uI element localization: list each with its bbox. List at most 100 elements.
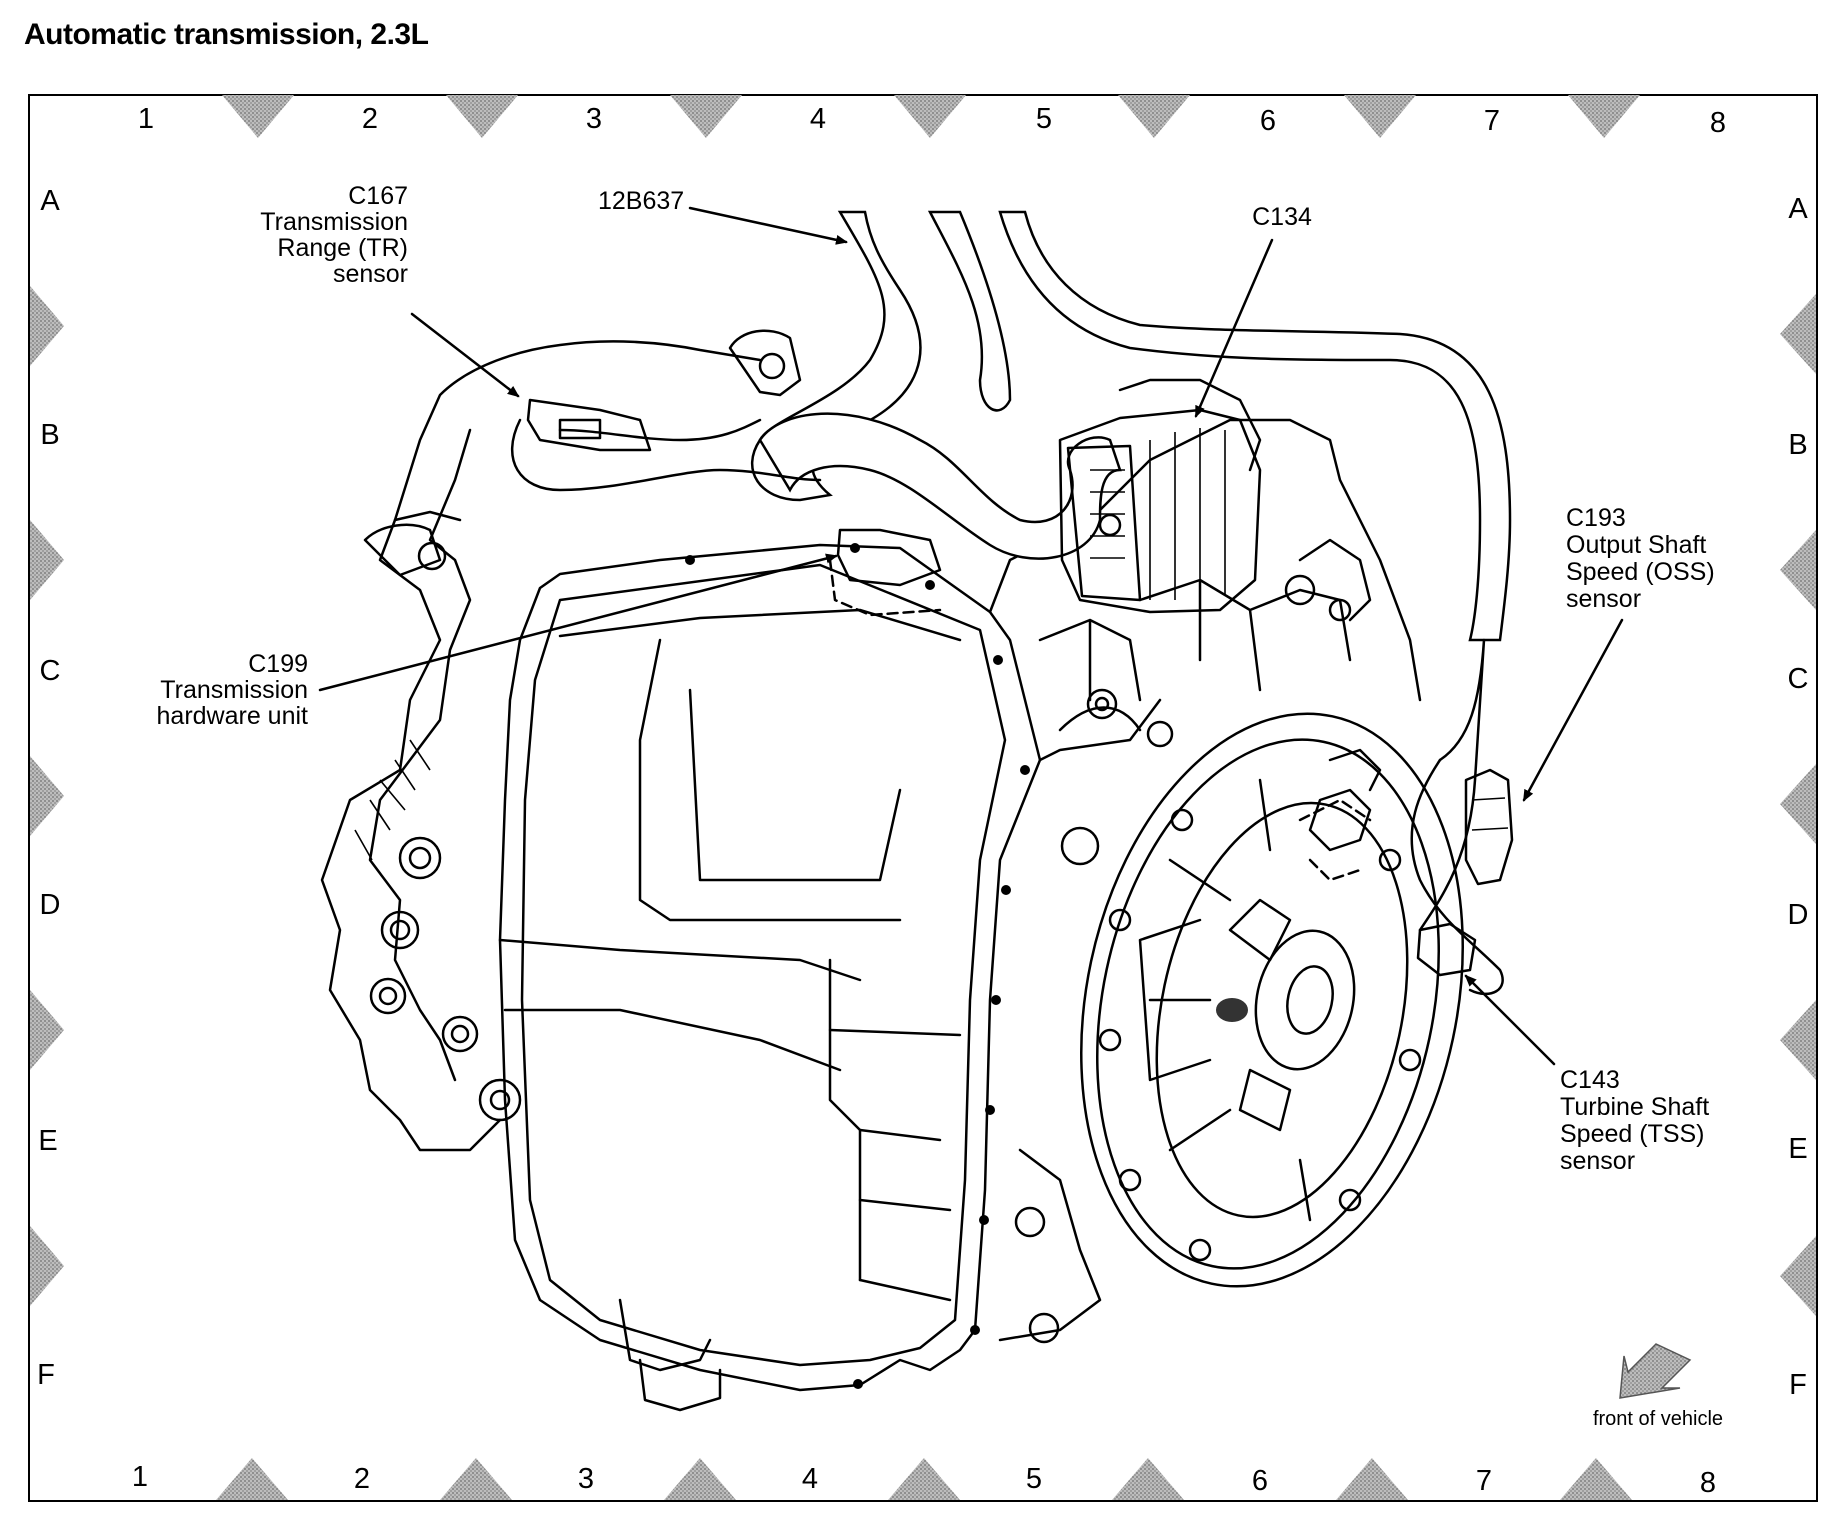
svg-text:Speed (OSS): Speed (OSS) xyxy=(1566,558,1715,586)
col-label-bottom-5: 5 xyxy=(1026,1463,1042,1495)
c193-connector-shape xyxy=(1464,768,1514,886)
cover-bolts xyxy=(685,543,1030,1389)
c143-connector-shape xyxy=(1416,922,1477,977)
converter-hub-inner xyxy=(1286,965,1334,1035)
converter-lobes xyxy=(1228,898,1292,1132)
grid-marker-left-3 xyxy=(30,756,64,836)
converter-housing-inner xyxy=(1096,738,1440,1270)
row-label-right-e: E xyxy=(1788,1133,1807,1165)
grid-marker-left-5 xyxy=(30,1226,64,1306)
callout-c167: C167 Transmission Range (TR) sensor xyxy=(260,182,520,398)
col-label-bottom-2: 2 xyxy=(354,1463,370,1495)
grid-marker-right-2 xyxy=(1780,530,1816,610)
col-label-top-8: 8 xyxy=(1710,107,1726,139)
c134-connector-face xyxy=(1066,444,1142,602)
tr-harness-2 xyxy=(558,418,762,442)
grid-marker-right-1 xyxy=(1780,294,1816,374)
svg-text:front of vehicle: front of vehicle xyxy=(1593,1408,1723,1430)
front-of-vehicle-indicator: front of vehicle xyxy=(1593,1343,1723,1430)
speed-sensor-cluster xyxy=(1308,748,1382,852)
col-label-bottom-8: 8 xyxy=(1700,1467,1716,1499)
cover-rib-4 xyxy=(498,938,862,982)
svg-text:Range (TR): Range (TR) xyxy=(277,234,408,262)
c167-leader-arrow xyxy=(410,312,520,398)
cover-plug xyxy=(638,1358,722,1412)
col-label-bottom-3: 3 xyxy=(578,1463,594,1495)
grid-marker-right-5 xyxy=(1780,1236,1816,1316)
c193-label-line3: Speed (OSS) xyxy=(1566,558,1715,586)
svg-text:C199: C199 xyxy=(248,650,308,678)
converter-housing-rim xyxy=(1155,801,1409,1219)
col-label-bottom-1: 1 xyxy=(132,1461,148,1493)
svg-text:Turbine Shaft: Turbine Shaft xyxy=(1560,1093,1709,1121)
callout-c199: C199 Transmission hardware unit xyxy=(157,553,838,730)
grid-marker-bottom-5 xyxy=(1112,1458,1184,1500)
svg-text:C193: C193 xyxy=(1566,504,1626,532)
c193-label-line2: Output Shaft xyxy=(1566,531,1706,559)
converter-drain xyxy=(1216,998,1248,1022)
c134-connector-body xyxy=(1058,408,1262,614)
harness-to-oss xyxy=(998,210,1512,642)
c193-leader-arrow xyxy=(1522,618,1624,802)
c167-connector-shape xyxy=(526,398,652,452)
c143-label-line3: Speed (TSS) xyxy=(1560,1120,1705,1148)
oss-lead xyxy=(1418,638,1486,932)
valve-body-cover-inner xyxy=(520,563,1007,1367)
c199-leader-arrow xyxy=(318,553,838,692)
svg-text:C134: C134 xyxy=(1252,203,1312,231)
b637-leader-arrow xyxy=(688,206,848,245)
col-label-bottom-4: 4 xyxy=(802,1463,818,1495)
converter-spokes xyxy=(1138,778,1312,1222)
c199-label-line3: hardware unit xyxy=(157,702,309,730)
svg-text:Transmission: Transmission xyxy=(160,676,308,704)
row-label-right-d: D xyxy=(1788,899,1809,931)
svg-text:sensor: sensor xyxy=(1566,585,1641,613)
col-label-top-2: 2 xyxy=(362,103,378,135)
converter-bolts xyxy=(1098,808,1422,1262)
row-label-left-f: F xyxy=(37,1359,55,1391)
front-of-vehicle-label: front of vehicle xyxy=(1593,1408,1723,1430)
grid-marker-bottom-1 xyxy=(216,1458,288,1500)
c143-leader-arrow xyxy=(1464,974,1556,1066)
svg-text:Output Shaft: Output Shaft xyxy=(1566,531,1706,559)
svg-text:hardware unit: hardware unit xyxy=(157,702,309,730)
c143-label-line2: Turbine Shaft xyxy=(1560,1093,1709,1121)
grid-marker-top-4 xyxy=(894,95,966,138)
case-right-boss xyxy=(1298,538,1372,622)
row-label-right-a: A xyxy=(1788,193,1808,225)
col-label-top-6: 6 xyxy=(1260,105,1276,137)
col-label-bottom-7: 7 xyxy=(1476,1465,1492,1497)
c199-label-line2: Transmission xyxy=(160,676,308,704)
col-label-top-5: 5 xyxy=(1036,103,1052,135)
page-title: Automatic transmission, 2.3L xyxy=(24,18,429,51)
grid-markers xyxy=(30,95,1816,1500)
harness-main-mid xyxy=(927,210,1012,412)
col-label-bottom-6: 6 xyxy=(1252,1465,1268,1497)
c199-connector-shape xyxy=(836,528,942,587)
grid-marker-top-2 xyxy=(446,95,518,138)
grid-marker-top-1 xyxy=(222,95,294,138)
grid-marker-bottom-7 xyxy=(1560,1458,1632,1500)
row-label-right-b: B xyxy=(1788,429,1807,461)
grid-marker-right-4 xyxy=(1780,1000,1816,1080)
grid-marker-left-1 xyxy=(30,286,64,366)
c167-label-line3: Range (TR) xyxy=(277,234,408,262)
row-label-right-f: F xyxy=(1789,1369,1807,1401)
front-arrow-icon xyxy=(1619,1343,1692,1399)
c167-label-line4: sensor xyxy=(333,260,408,288)
harness-loop xyxy=(758,412,1122,560)
grid-marker-top-5 xyxy=(1118,95,1190,138)
col-label-top-4: 4 xyxy=(810,103,826,135)
svg-text:12B637: 12B637 xyxy=(598,187,684,215)
callout-c134: C134 xyxy=(1194,203,1312,418)
tss-lead xyxy=(1410,758,1504,996)
grid-marker-top-3 xyxy=(670,95,742,138)
c134-label: C134 xyxy=(1252,203,1312,231)
svg-text:Transmission: Transmission xyxy=(260,208,408,236)
row-label-left-a: A xyxy=(40,185,60,217)
row-label-left-e: E xyxy=(38,1125,57,1157)
c143-label-line1: C143 xyxy=(1560,1066,1620,1094)
grid-marker-top-7 xyxy=(1568,95,1640,138)
c167-label-line1: C167 xyxy=(348,182,408,210)
